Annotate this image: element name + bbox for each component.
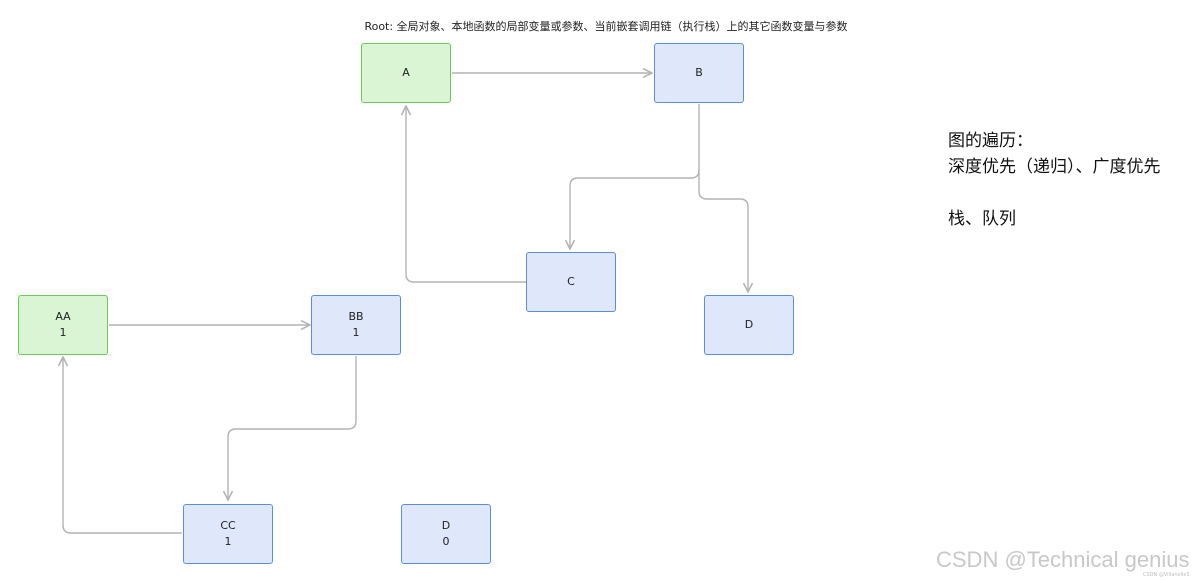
node-b: B — [654, 43, 744, 103]
node-aa: AA 1 — [18, 295, 108, 355]
watermark-small: CSDN @Villanelle5 — [1143, 572, 1190, 578]
watermark: CSDN @Technical genius — [936, 547, 1190, 572]
node-b-label: B — [695, 66, 703, 79]
edge-b-to-d — [698, 170, 748, 292]
node-a: A — [361, 43, 451, 103]
node-bb-count: 1 — [352, 326, 360, 339]
node-cc: CC 1 — [183, 504, 273, 564]
node-aa-label: AA — [55, 310, 71, 323]
diagram-title: Root: 全局对象、本地函数的局部变量或参数、当前嵌套调用链（执行栈）上的其它… — [364, 20, 848, 33]
node-cc-count: 1 — [224, 535, 232, 548]
node-d-bottom-label: D — [441, 519, 451, 532]
edge-cc-to-aa — [63, 357, 182, 534]
node-cc-label: CC — [220, 519, 236, 532]
note-line-1: 图的遍历： — [948, 131, 1033, 151]
node-aa-count: 1 — [59, 326, 67, 339]
node-a-label: A — [402, 66, 410, 79]
edge-b-to-c — [570, 104, 700, 249]
node-d-top-label: D — [744, 318, 754, 331]
note-line-2: 深度优先（递归）、广度优先 — [948, 157, 1161, 177]
node-d-bottom: D 0 — [401, 504, 491, 564]
note-line-3: 栈、队列 — [948, 209, 1016, 229]
node-c: C — [526, 252, 616, 312]
node-c-label: C — [567, 275, 575, 288]
node-d-bottom-count: 0 — [442, 535, 450, 548]
node-bb: BB 1 — [311, 295, 401, 355]
node-d-top: D — [704, 295, 794, 355]
node-bb-label: BB — [348, 310, 364, 323]
edge-c-to-a — [406, 106, 526, 283]
edge-bb-to-cc — [228, 356, 357, 500]
traversal-note: 图的遍历： 深度优先（递归）、广度优先 栈、队列 — [948, 128, 1161, 232]
